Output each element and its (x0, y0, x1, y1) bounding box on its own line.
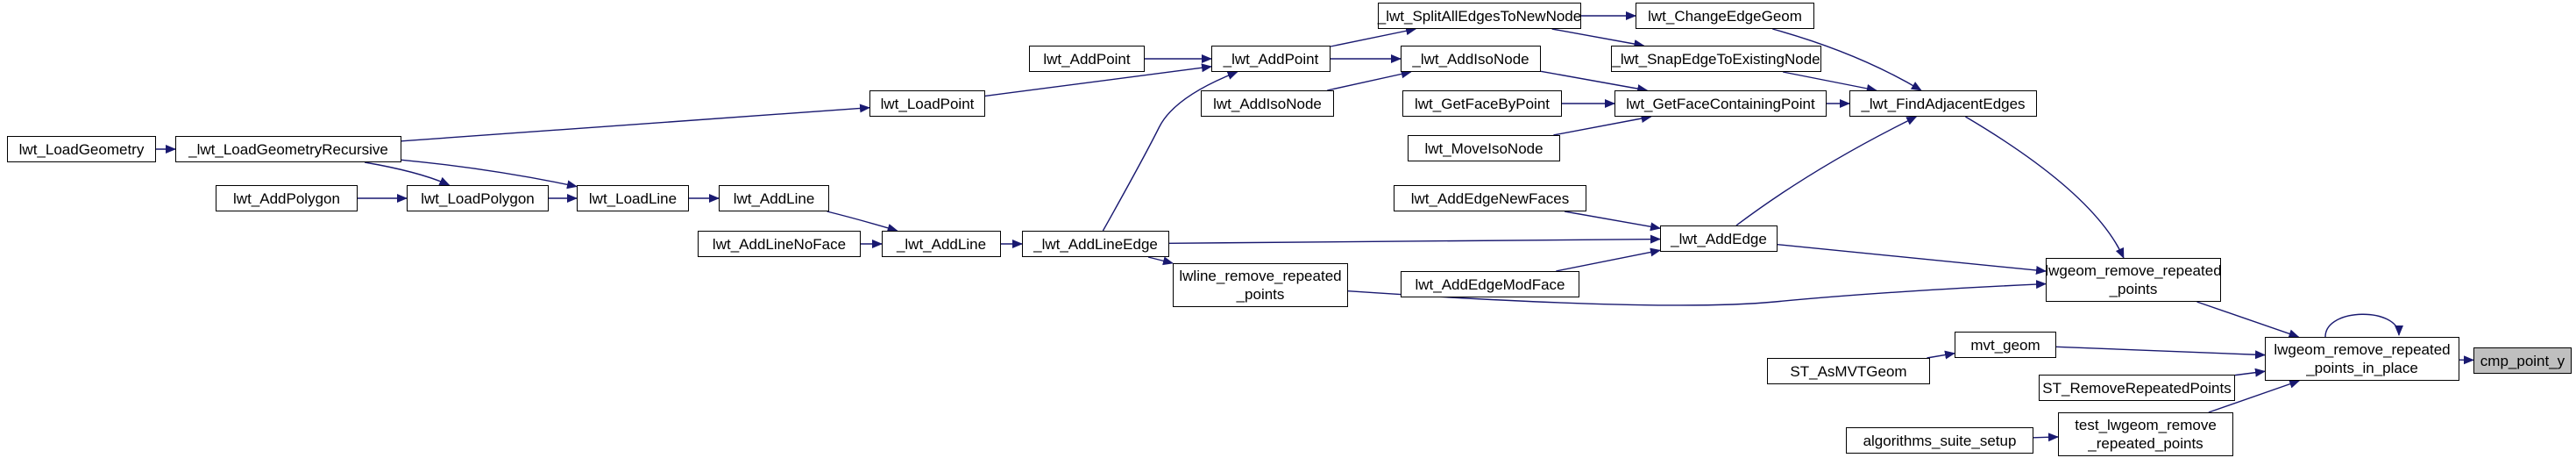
graph-edge-_lwt_AddLineEdge--lwline_remove_repeated_points (1147, 256, 1174, 266)
graph-node-lwt_LoadPoint[interactable]: lwt_LoadPoint (869, 90, 985, 117)
graph-edge-_lwt_AddEdge--_lwt_FindAdjacentEdges (1735, 116, 1918, 226)
graph-node-label: ST_AsMVTGeom (1790, 362, 1907, 380)
graph-node-label: lwt_AddIsoNode (1213, 95, 1322, 112)
graph-node-label: lwt_ChangeEdgeGeom (1648, 7, 1802, 25)
graph-node-lwgeom_remove_repeated_points_in_place[interactable]: lwgeom_remove_repeated _points_in_place (2265, 337, 2459, 381)
graph-node-label: lwt_MoveIsoNode (1424, 140, 1543, 157)
graph-node-lwt_GetFaceByPoint[interactable]: lwt_GetFaceByPoint (1402, 90, 1562, 117)
graph-node-label: lwt_AddEdgeNewFaces (1410, 190, 1570, 207)
graph-node-_lwt_AddIsoNode[interactable]: _lwt_AddIsoNode (1401, 46, 1541, 72)
graph-node-label: _points (1236, 286, 1285, 303)
graph-node-_lwt_AddEdge[interactable]: _lwt_AddEdge (1660, 225, 1778, 252)
graph-node-test_lwgeom_remove_repeated_points[interactable]: test_lwgeom_remove _repeated_points (2058, 412, 2233, 456)
graph-node-label: lwgeom_remove_repeated (2045, 262, 2222, 279)
graph-edge-_lwt_LoadGeometryRecursive--lwt_LoadPolygon (364, 161, 451, 186)
graph-node-lwt_AddEdgeNewFaces[interactable]: lwt_AddEdgeNewFaces (1394, 185, 1586, 211)
graph-edge-_lwt_FindAdjacentEdges--lwgeom_remove_repeated_points (1965, 116, 2125, 259)
graph-node-lwt_AddLineNoFace[interactable]: lwt_AddLineNoFace (698, 231, 861, 257)
graph-node-_lwt_LoadGeometryRecursive[interactable]: _lwt_LoadGeometryRecursive (175, 136, 401, 162)
graph-node-lwt_GetFaceContainingPoint[interactable]: lwt_GetFaceContainingPoint (1614, 90, 1827, 117)
graph-edge-_lwt_LoadGeometryRecursive--lwt_LoadLine (401, 159, 578, 190)
graph-node-cmp_point_y: cmp_point_y (2473, 347, 2572, 374)
graph-node-label: _lwt_AddPoint (1223, 50, 1319, 68)
graph-node-label: _lwt_AddLine (896, 235, 987, 253)
graph-edge-lwt_AddIsoNode--_lwt_AddIsoNode (1327, 69, 1412, 91)
graph-node-_lwt_AddPoint[interactable]: _lwt_AddPoint (1211, 46, 1331, 72)
graph-node-lwt_ChangeEdgeGeom[interactable]: lwt_ChangeEdgeGeom (1636, 3, 1814, 29)
graph-edge-lwgeom_remove_repeated_points_in_place--lwgeom_remove_repeated_points_in_place (2324, 313, 2403, 338)
graph-edge-lwt_MoveIsoNode--lwt_GetFaceContainingPoint (1553, 114, 1652, 136)
graph-node-label: _lwt_LoadGeometryRecursive (188, 140, 388, 158)
graph-node-lwt_AddIsoNode[interactable]: lwt_AddIsoNode (1201, 90, 1334, 117)
graph-node-lwt_LoadGeometry[interactable]: lwt_LoadGeometry (7, 136, 156, 162)
graph-edge-lwt_AddLine--_lwt_AddLine (827, 211, 898, 232)
graph-edge-lwt_AddEdgeNewFaces--_lwt_AddEdge (1564, 211, 1661, 232)
graph-node-ST_AsMVTGeom[interactable]: ST_AsMVTGeom (1767, 358, 1930, 384)
graph-node-lwt_MoveIsoNode[interactable]: lwt_MoveIsoNode (1408, 135, 1560, 161)
graph-edge-ST_RemoveRepeatedPoints--lwgeom_remove_repeated_points_in_place (2234, 368, 2266, 377)
graph-edge-_lwt_AddIsoNode--lwt_GetFaceContainingPoint (1540, 70, 1649, 93)
graph-node-_lwt_SnapEdgeToExistingNode[interactable]: _lwt_SnapEdgeToExistingNode (1611, 46, 1821, 72)
graph-node-label: _lwt_FindAdjacentEdges (1861, 95, 2026, 112)
graph-node-label: _lwt_AddLineEdge (1033, 235, 1158, 253)
graph-node-label: _lwt_AddEdge (1671, 230, 1767, 247)
graph-edge-_lwt_SplitAllEdgesToNewNode--_lwt_SnapEdgeToExistingNode (1551, 28, 1645, 48)
graph-node-label: lwt_LoadPoint (880, 95, 975, 112)
graph-node-_lwt_AddLine[interactable]: _lwt_AddLine (882, 231, 1001, 257)
graph-edge-lwt_AddEdgeModFace--_lwt_AddEdge (1556, 247, 1661, 272)
graph-edge-lwgeom_remove_repeated_points--lwgeom_remove_repeated_points_in_place (2196, 301, 2300, 339)
graph-node-label: lwt_LoadLine (588, 190, 678, 207)
graph-node-label: lwt_LoadPolygon (421, 190, 535, 207)
graph-node-mvt_geom[interactable]: mvt_geom (1955, 332, 2056, 358)
graph-node-label: lwt_GetFaceByPoint (1414, 95, 1550, 112)
graph-node-label: algorithms_suite_setup (1863, 432, 2017, 449)
graph-node-label: lwt_AddLineNoFace (712, 235, 847, 253)
graph-node-label: lwt_LoadGeometry (18, 140, 145, 158)
graph-edge-_lwt_AddPoint--_lwt_SplitAllEdgesToNewNode (1330, 26, 1417, 47)
graph-node-lwt_AddEdgeModFace[interactable]: lwt_AddEdgeModFace (1401, 271, 1579, 297)
graph-node-label: lwt_AddPoint (1043, 50, 1131, 68)
graph-edge-_lwt_SnapEdgeToExistingNode--_lwt_FindAdjacentEdges (1783, 71, 1877, 93)
graph-node-label: _points (2109, 281, 2158, 297)
graph-node-ST_RemoveRepeatedPoints[interactable]: ST_RemoveRepeatedPoints (2039, 375, 2235, 401)
graph-node-label: ST_RemoveRepeatedPoints (2042, 379, 2232, 397)
graph-node-_lwt_AddLineEdge[interactable]: _lwt_AddLineEdge (1022, 231, 1169, 257)
graph-node-label: cmp_point_y (2480, 352, 2565, 369)
graph-node-lwt_AddPolygon[interactable]: lwt_AddPolygon (216, 185, 358, 211)
graph-edge-_lwt_AddEdge--lwgeom_remove_repeated_points (1777, 243, 2047, 275)
graph-node-lwt_AddLine[interactable]: lwt_AddLine (719, 185, 829, 211)
graph-node-label: lwt_AddEdgeModFace (1415, 275, 1565, 293)
graph-node-label: lwt_AddLine (733, 190, 815, 207)
graph-node-algorithms_suite_setup[interactable]: algorithms_suite_setup (1846, 427, 2033, 454)
graph-node-lwt_AddPoint[interactable]: lwt_AddPoint (1029, 46, 1145, 72)
graph-node-label: _lwt_SplitAllEdgesToNewNode (1377, 7, 1582, 25)
graph-node-lwline_remove_repeated_points[interactable]: lwline_remove_repeated _points (1173, 263, 1348, 307)
graph-node-lwgeom_remove_repeated_points[interactable]: lwgeom_remove_repeated _points (2045, 258, 2222, 302)
graph-node-label: _repeated_points (2088, 435, 2203, 452)
graph-node-label: lwt_AddPolygon (233, 190, 340, 207)
graph-edge-_lwt_LoadGeometryRecursive--lwt_LoadPoint (401, 104, 870, 142)
graph-edge-ST_AsMVTGeom--mvt_geom (1927, 350, 1955, 360)
graph-node-label: lwline_remove_repeated (1179, 268, 1342, 284)
graph-node-label: lwt_GetFaceContainingPoint (1626, 95, 1815, 112)
graph-node-lwt_LoadPolygon[interactable]: lwt_LoadPolygon (407, 185, 549, 211)
graph-node-_lwt_SplitAllEdgesToNewNode[interactable]: _lwt_SplitAllEdgesToNewNode (1378, 3, 1581, 29)
graph-edge-_lwt_AddLineEdge--_lwt_AddEdge (1168, 234, 1661, 244)
graph-node-_lwt_FindAdjacentEdges[interactable]: _lwt_FindAdjacentEdges (1849, 90, 2037, 117)
graph-node-label: lwgeom_remove_repeated (2274, 341, 2451, 358)
graph-node-label: test_lwgeom_remove (2075, 417, 2217, 433)
graph-node-label: _lwt_SnapEdgeToExistingNode (1612, 50, 1820, 68)
graph-edge-algorithms_suite_setup--test_lwgeom_remove_repeated_points (2033, 433, 2059, 442)
graph-node-label: _lwt_AddIsoNode (1412, 50, 1529, 68)
graph-node-label: mvt_geom (1970, 336, 2040, 354)
graph-edge-mvt_geom--lwgeom_remove_repeated_points_in_place (2055, 346, 2266, 360)
graph-node-lwt_LoadLine[interactable]: lwt_LoadLine (577, 185, 689, 211)
graph-node-label: _points_in_place (2306, 360, 2418, 376)
